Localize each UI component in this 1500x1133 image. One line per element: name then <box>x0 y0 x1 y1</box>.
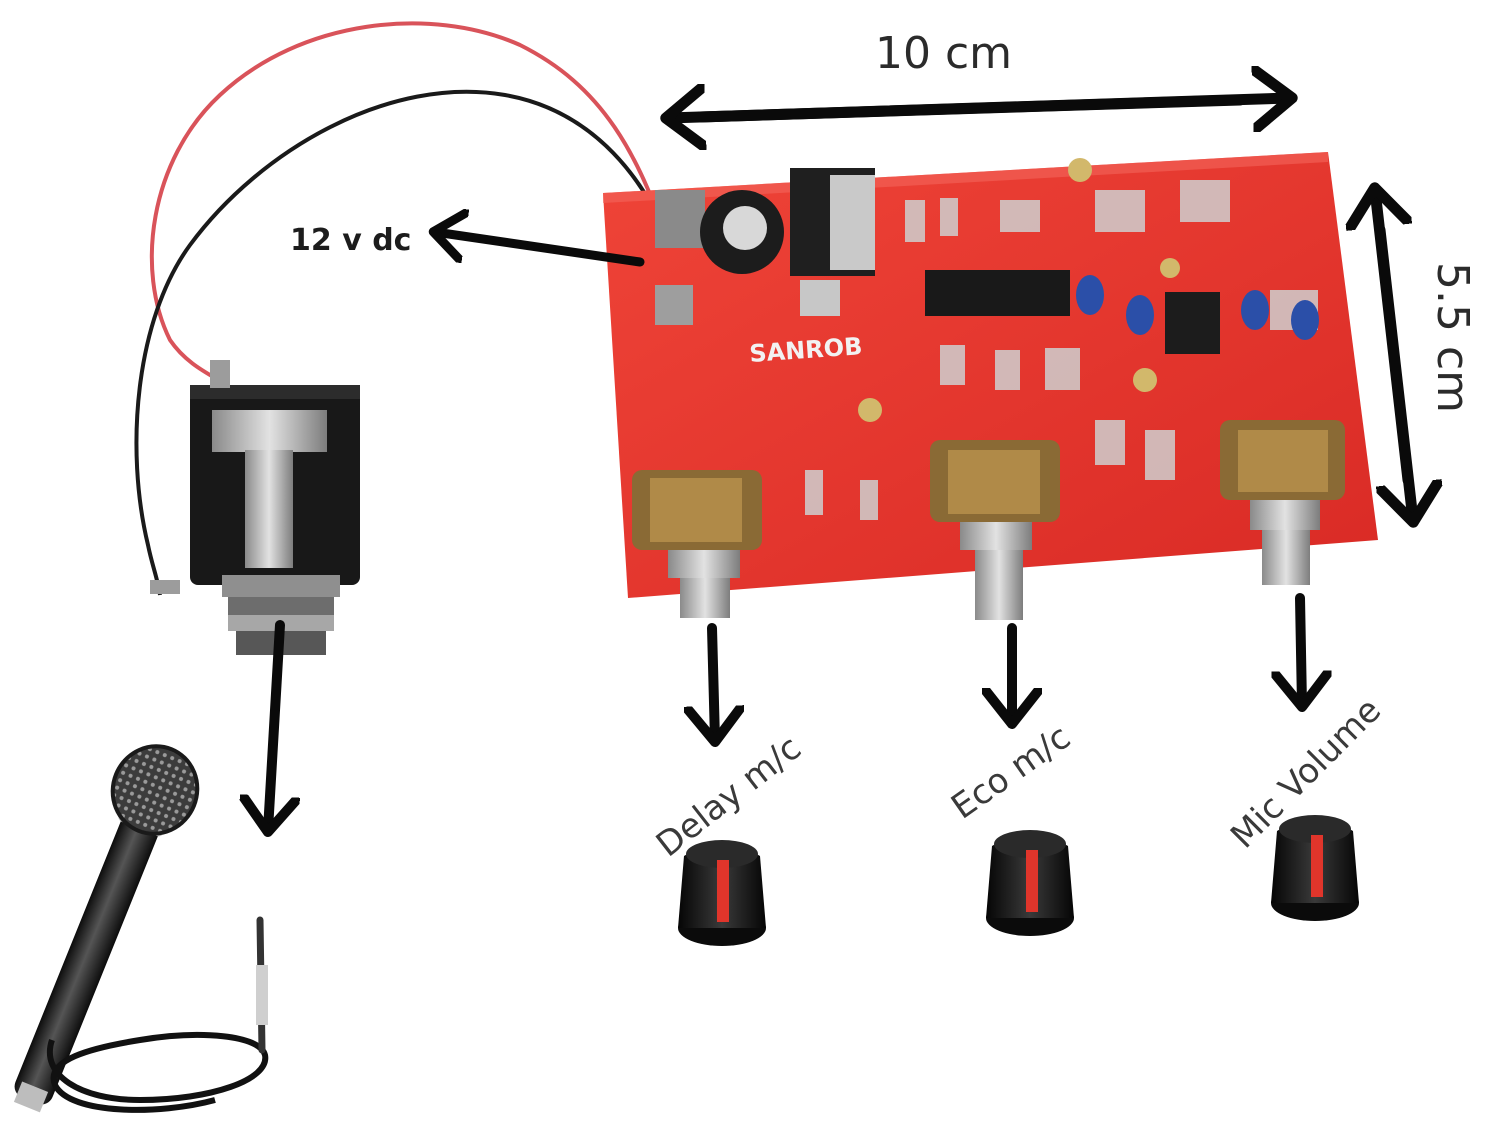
potentiometer-icon-eco <box>930 440 1060 620</box>
knob-icon-delay <box>678 840 766 946</box>
power-wires <box>134 21 684 596</box>
knob-label-eco: Eco m/c <box>944 717 1078 827</box>
width-arrow-reverse <box>694 98 1290 117</box>
potentiometer-icon-delay <box>632 470 762 618</box>
power-label: 12 v dc <box>290 223 411 258</box>
delay-arrow <box>712 623 715 740</box>
height-label: 5.5 cm <box>1427 262 1478 413</box>
arrows <box>268 98 1413 830</box>
power-arrow <box>435 232 645 267</box>
knob-icon-eco <box>986 830 1074 936</box>
height-arrow-reverse <box>1374 224 1413 520</box>
pcb-board: SANROB <box>603 152 1378 598</box>
knob-icon-volume <box>1271 815 1359 921</box>
volume-arrow <box>1300 593 1302 705</box>
jack-socket-icon <box>150 360 360 655</box>
width-label: 10 cm <box>875 28 1012 79</box>
black-wire <box>134 89 684 596</box>
microphone-icon <box>13 744 269 1113</box>
potentiometer-icon-volume <box>1220 420 1345 585</box>
jack-arrow <box>268 620 280 830</box>
mic-cable <box>47 1032 269 1113</box>
red-wire <box>149 21 677 384</box>
